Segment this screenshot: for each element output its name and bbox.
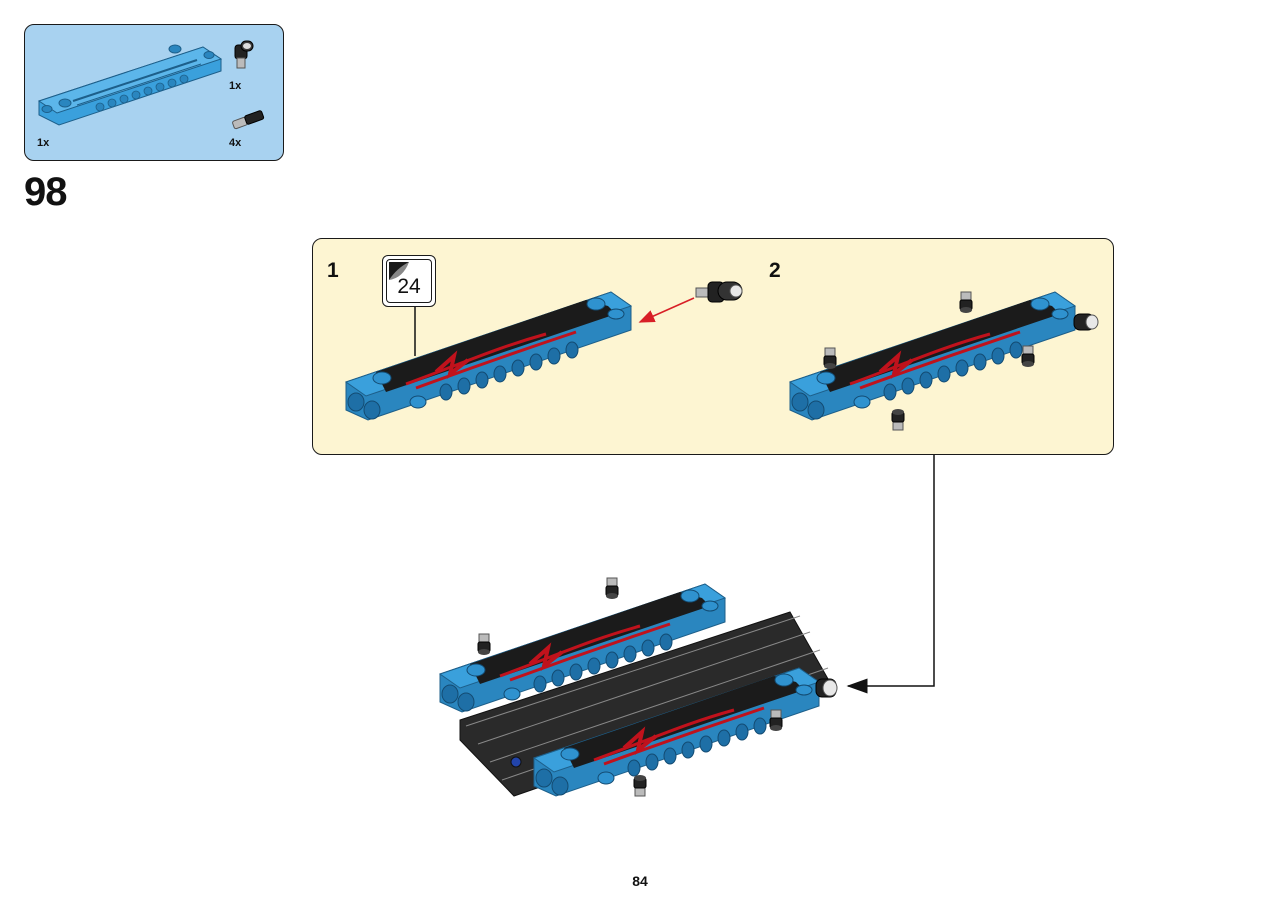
rotation-callout-label: 24 bbox=[397, 275, 421, 298]
panel-quantity: 1x bbox=[37, 137, 50, 149]
substep-1-panel bbox=[344, 290, 633, 422]
page-turn-icon bbox=[389, 262, 409, 280]
step-number: 98 bbox=[24, 170, 67, 214]
result-arrow bbox=[846, 455, 935, 694]
panel-part-illustration bbox=[37, 44, 223, 126]
page-number: 84 bbox=[632, 873, 648, 889]
rotation-callout-inner: 24 bbox=[386, 259, 432, 303]
parts-list-illustrations bbox=[37, 40, 265, 130]
substep-number-2: 2 bbox=[769, 259, 781, 282]
rotation-callout: 24 bbox=[382, 255, 436, 307]
substep-number-1: 1 bbox=[327, 259, 339, 282]
substep-1-insert-arrow bbox=[638, 297, 695, 323]
pin-illustration bbox=[232, 110, 265, 130]
main-assembly bbox=[438, 577, 838, 798]
connector-quantity: 1x bbox=[229, 80, 242, 92]
parts-list-box: 1x 1x 4x bbox=[24, 24, 284, 161]
substep-2-pins bbox=[823, 291, 1099, 431]
substep-1-axle-connector bbox=[695, 281, 743, 303]
axle-connector-illustration bbox=[234, 40, 254, 69]
pin-quantity: 4x bbox=[229, 137, 242, 149]
